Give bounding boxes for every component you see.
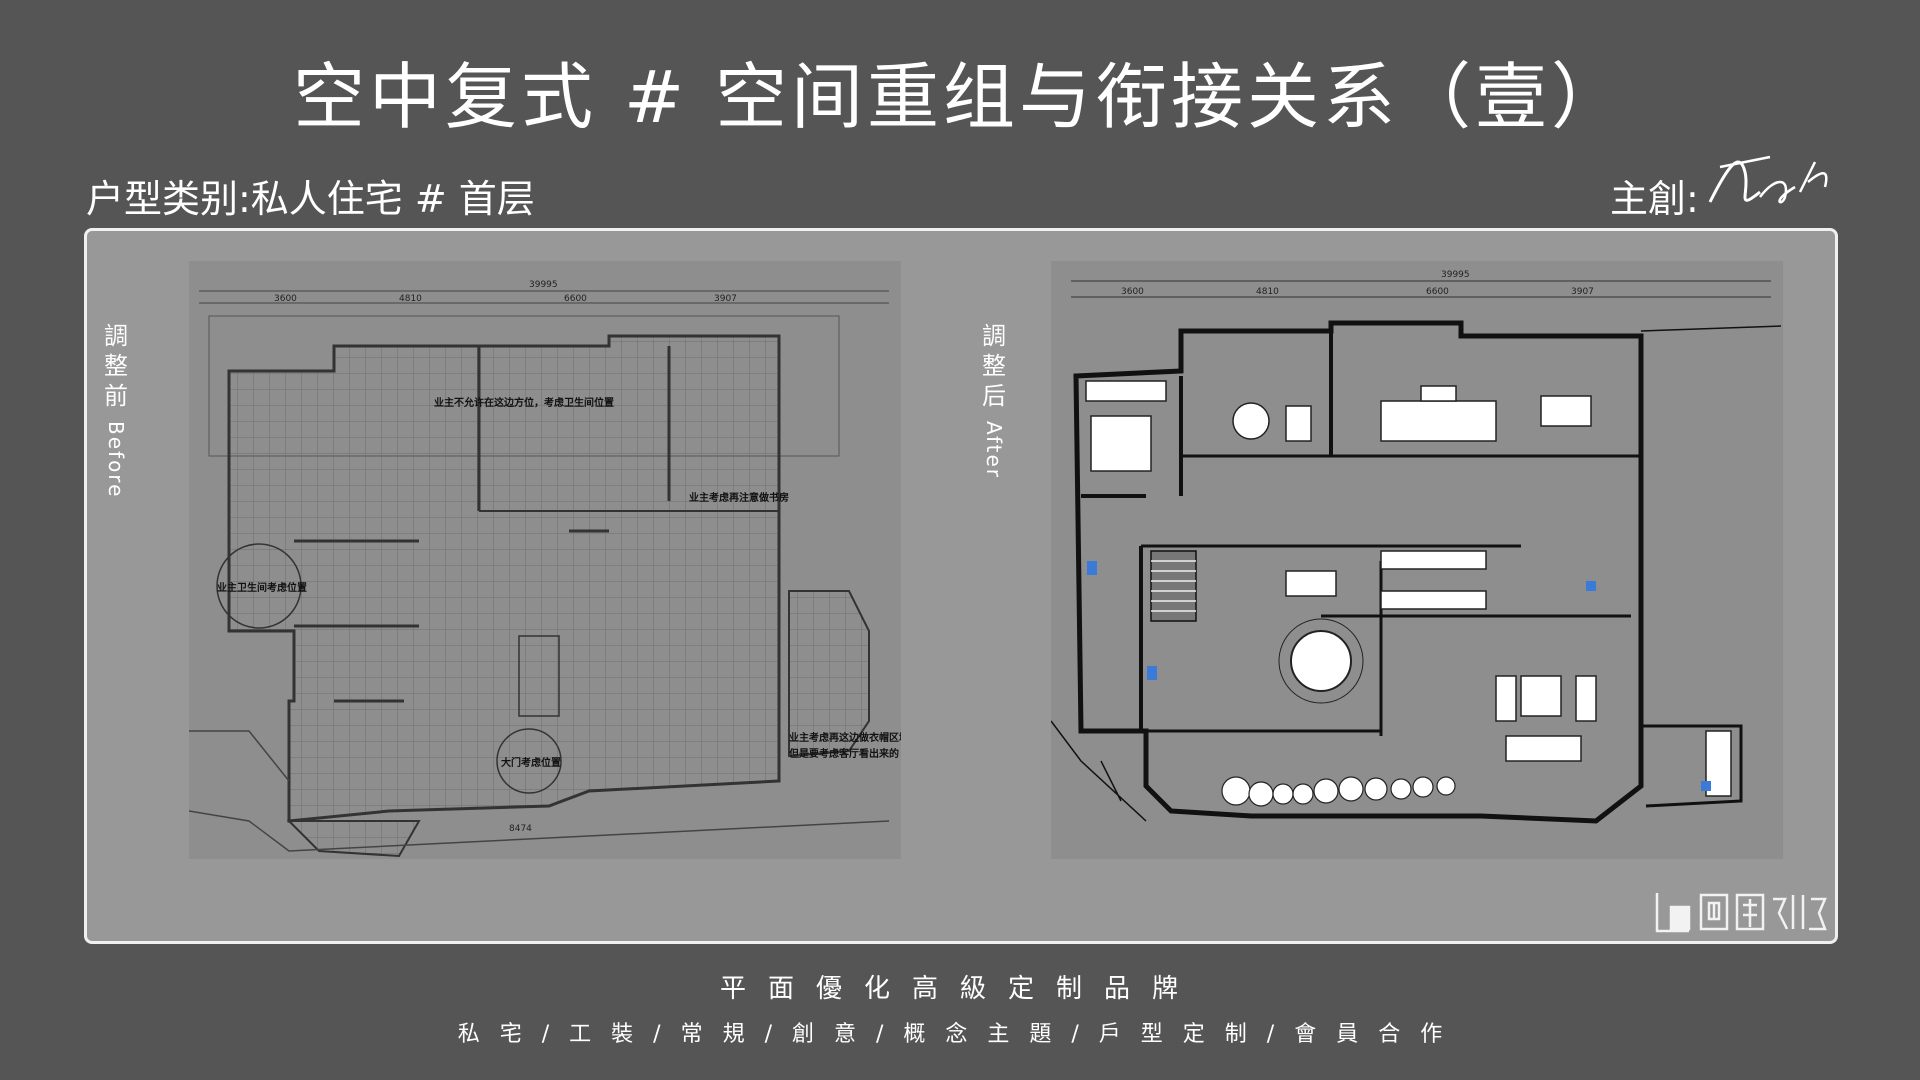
before-dim-total: 39995 (529, 280, 558, 290)
before-label-zh: 調整前 (104, 322, 128, 410)
before-dim-seg-2: 4810 (399, 294, 422, 304)
after-label: 調整后 After (979, 321, 1009, 479)
after-floor-plan: 39995 3600 4810 6600 3907 (1051, 261, 1783, 859)
signature-icon (1708, 155, 1828, 204)
before-dim-seg-3: 6600 (564, 294, 587, 304)
before-note-3: 业主卫生间考虑位置 (217, 581, 307, 594)
after-label-en: After (982, 421, 1006, 480)
before-dim-seg-1: 3600 (274, 294, 297, 304)
brand-logo-icon (1655, 893, 1827, 933)
after-dim-total: 39995 (1441, 270, 1470, 280)
unit-type-subtitle: 户型类别:私人住宅 # 首层 (86, 177, 535, 221)
services-list: 私宅/工裝/常規/創意/概念主題/戶型定制/會員合作 (457, 1022, 1463, 1047)
before-label-en: Before (104, 421, 128, 499)
before-note-2: 业主考虑再注意做书房 (689, 491, 789, 504)
after-dim-seg-1: 3600 (1121, 287, 1144, 297)
designer-label: 主創: (1610, 177, 1699, 221)
before-note-5: 业主考虑再这边做衣帽区域 (789, 731, 901, 744)
after-dim-seg-3: 6600 (1426, 287, 1449, 297)
before-note-1: 业主不允许在这边方位，考虑卫生间位置 (434, 396, 614, 409)
page-title: 空中复式 # 空间重组与衔接关系（壹） (292, 55, 1628, 139)
before-floor-plan: 39995 3600 4810 6600 3907 (189, 261, 901, 859)
after-dim-seg-2: 4810 (1256, 287, 1279, 297)
before-dim-bottom: 8474 (509, 824, 532, 834)
comparison-panel: 調整前 Before 39995 3600 4810 6600 3907 (84, 228, 1838, 944)
before-note-6: 但是要考虑客厅看出来的 (788, 747, 899, 760)
brand-slogan: 平面優化高級定制品牌 (719, 974, 1200, 1004)
before-label: 調整前 Before (101, 321, 131, 498)
before-note-4: 大门考虑位置 (501, 756, 561, 769)
after-label-zh: 調整后 (982, 322, 1006, 410)
before-dim-seg-4: 3907 (714, 294, 737, 304)
after-dim-seg-4: 3907 (1571, 287, 1594, 297)
